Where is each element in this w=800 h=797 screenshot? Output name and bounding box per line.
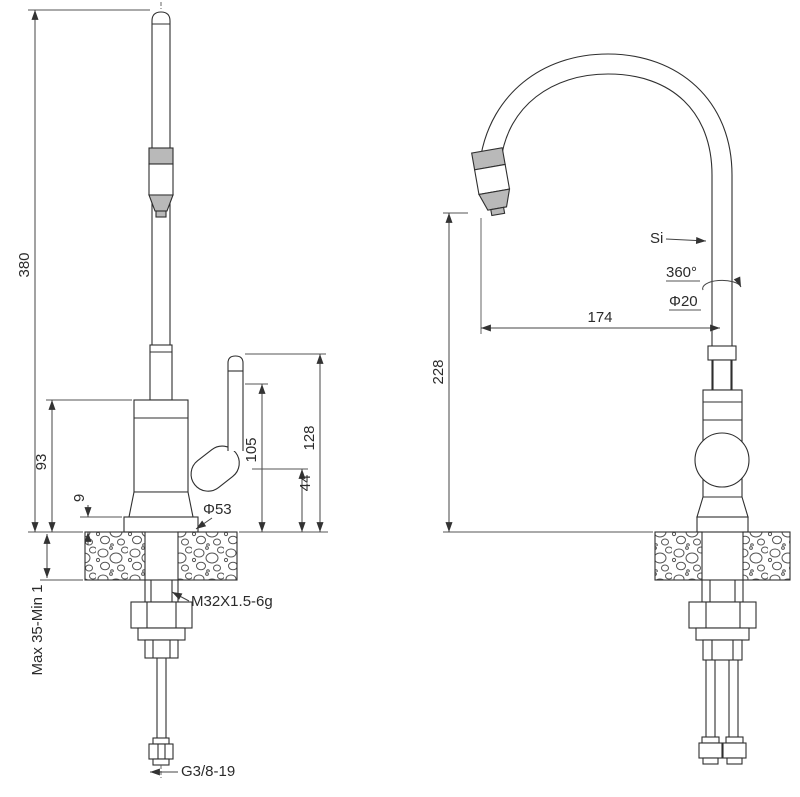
label-si: Si (650, 230, 707, 247)
front-countertop (84, 531, 238, 581)
dia-53-label: Φ53 (203, 501, 232, 518)
front-view-faucet (84, 2, 244, 778)
label-swivel: 360° (666, 264, 742, 291)
side-base-plate (696, 516, 749, 533)
front-supply-hose (156, 658, 167, 738)
side-countertop (654, 531, 791, 581)
label-base-diameter: Φ53 (195, 501, 232, 530)
swivel-label: 360° (666, 264, 697, 281)
side-supply-hoses (705, 660, 739, 737)
dim-128-label: 128 (301, 425, 318, 450)
front-handle-lever (227, 355, 244, 451)
dim-body-height: 93 (33, 399, 132, 532)
dim-reach: 174 (480, 218, 720, 334)
dim-spout-clearance: 228 (430, 212, 653, 533)
dim-base-plate: 9 (71, 494, 122, 545)
side-pivot-joint (694, 432, 750, 488)
front-base-plate (123, 516, 199, 533)
front-dimensions: 380 93 9 105 128 (16, 9, 328, 780)
dim-93-label: 93 (33, 454, 50, 471)
dim-174-label: 174 (587, 309, 612, 326)
front-body-flange (128, 491, 194, 518)
side-dimensions: Si 360° Φ20 174 228 (430, 212, 742, 533)
side-mounting-nut (688, 601, 757, 629)
side-undercounter (688, 579, 757, 765)
label-mount-thread: M32X1.5-6g (171, 591, 273, 610)
front-spout-joint (149, 344, 173, 401)
front-handle (190, 355, 244, 492)
hose-thread-label: G3/8-19 (181, 763, 235, 780)
dim-44-label: 44 (297, 475, 314, 492)
si-label: Si (650, 230, 663, 247)
front-body (133, 399, 189, 493)
front-mounting-nut (130, 601, 193, 629)
dim-228-label: 228 (430, 359, 447, 384)
dim-380-label: 380 (16, 252, 33, 277)
dia-20-label: Φ20 (669, 293, 698, 310)
front-undercounter (130, 579, 193, 778)
side-hose-fittings (698, 736, 747, 765)
front-spray-head (148, 147, 174, 218)
dim-105-label: 105 (243, 437, 260, 462)
label-hose-thread: G3/8-19 (150, 763, 235, 780)
dim-handle-pivot: 44 (252, 468, 314, 532)
dim-handle-mid: 105 (243, 383, 268, 532)
side-view-faucet (471, 53, 791, 765)
label-counter-thickness: Max 35-Min 1 (29, 534, 83, 675)
counter-thickness-label: Max 35-Min 1 (29, 585, 46, 676)
dim-handle-top: 128 (245, 353, 326, 532)
dim-9-label: 9 (71, 494, 88, 502)
label-spout-diameter: Φ20 (669, 293, 701, 311)
side-spray-head (471, 147, 511, 217)
dim-total-height: 380 (16, 9, 150, 533)
side-body (694, 345, 750, 533)
thread-label: M32X1.5-6g (191, 593, 273, 610)
side-gooseneck-spout (480, 53, 733, 393)
